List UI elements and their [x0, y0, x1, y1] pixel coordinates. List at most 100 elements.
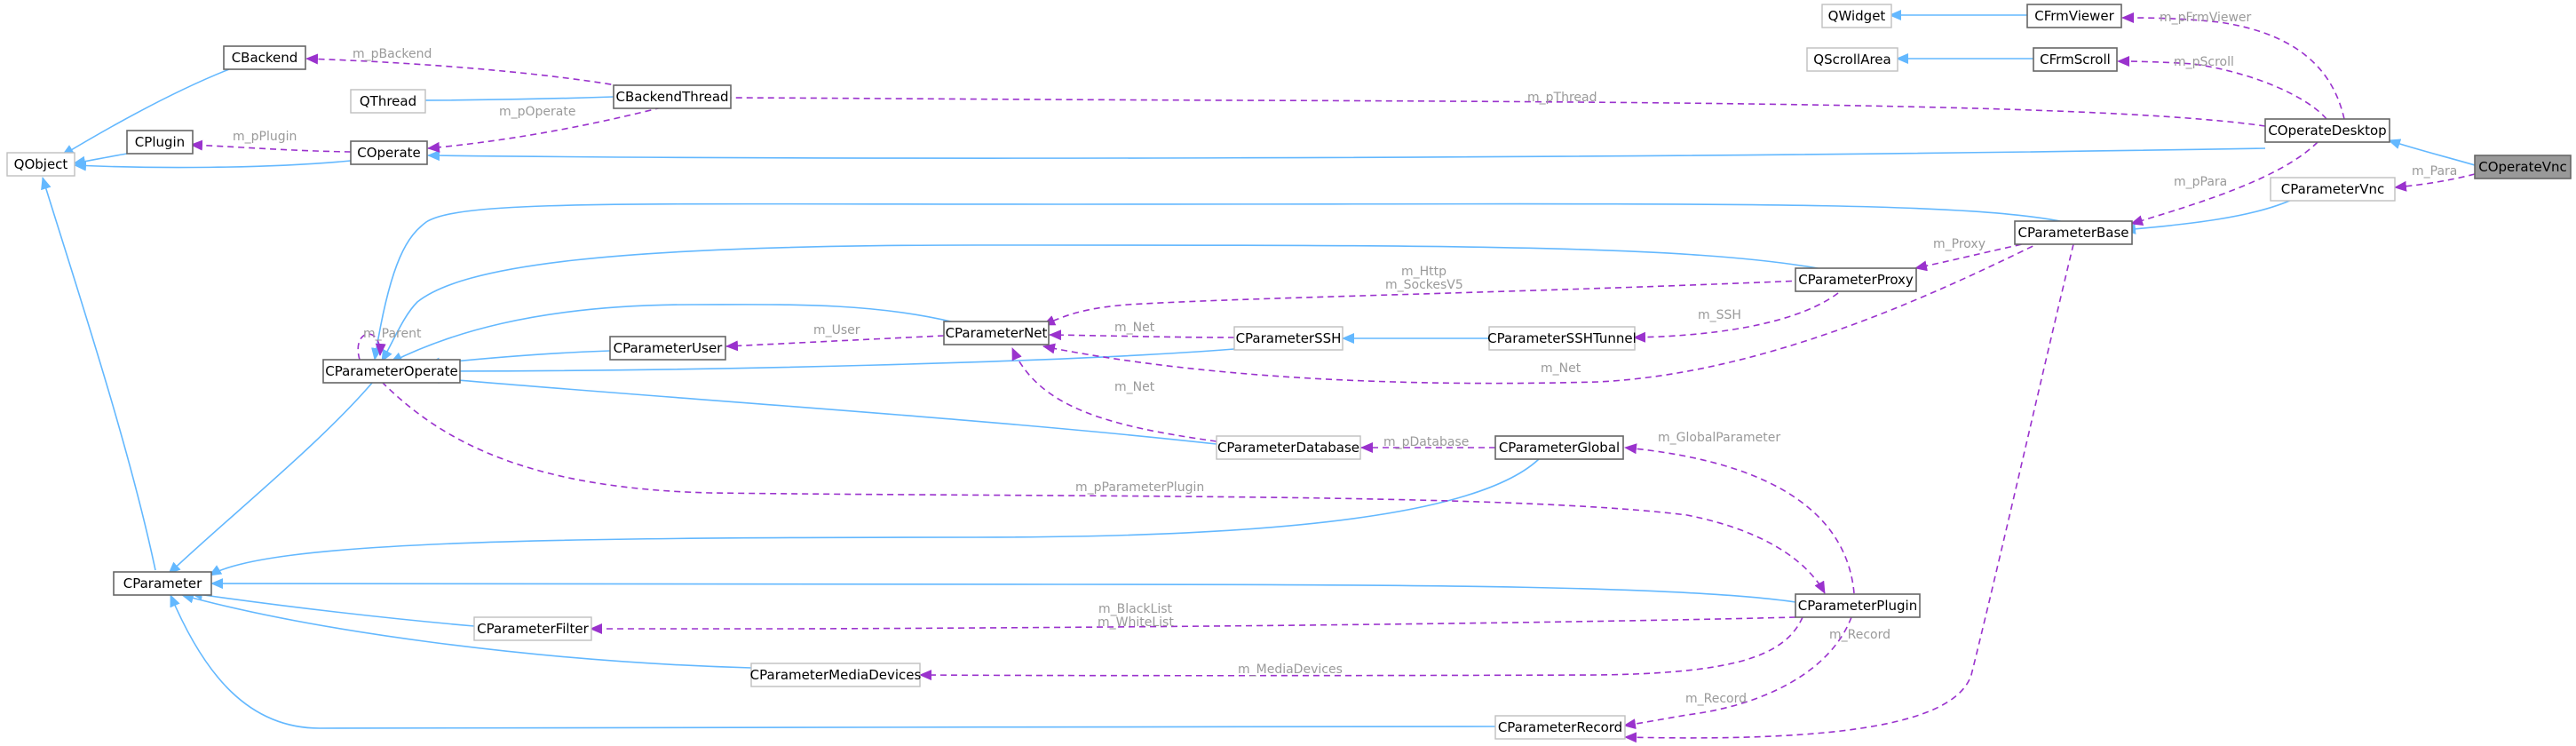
edge-cparameterproxy-cparametersshtunnel [1633, 292, 1839, 343]
edge-coperatevnc-coperatedesktop [2388, 139, 2476, 166]
cparameterssh-node[interactable]: CParameterSSH [1233, 326, 1343, 351]
edge-cbackendthread-cbackend [305, 53, 622, 87]
cfrmviewer-node[interactable]: CFrmViewer [2026, 4, 2122, 28]
qwidget-label: QWidget [1828, 8, 1886, 24]
cparametermediadevices-node[interactable]: CParameterMediaDevices [750, 663, 922, 687]
label-user: m_User [813, 323, 860, 337]
coperate-node[interactable]: COperate [350, 140, 428, 165]
label-poperate: m_pOperate [499, 105, 575, 119]
cparameterdatabase-label: CParameterDatabase [1217, 440, 1359, 456]
cfrmviewer-label: CFrmViewer [2034, 8, 2114, 24]
label-http: m_Http [1401, 265, 1447, 279]
label-proxy: m_Proxy [1933, 237, 1986, 251]
edge-cparameterrecord-cparameter [170, 594, 1496, 729]
edge-cparameteroperate-cparameter [168, 381, 374, 575]
cparameterfilter-label: CParameterFilter [477, 621, 589, 637]
edge-cparameterfilter-cparameter [190, 589, 475, 627]
cparameteroperate-node[interactable]: CParameterOperate [322, 359, 461, 384]
cparameterplugin-node[interactable]: CParameterPlugin [1795, 593, 1921, 618]
qobject-node[interactable]: QObject [6, 152, 75, 177]
cparameter-label: CParameter [123, 575, 202, 591]
cparameterbase-label: CParameterBase [2017, 225, 2128, 241]
edge-cparameterplugin-cparameter [210, 578, 1796, 603]
label-blacklist: m_BlackList [1098, 602, 1172, 616]
cparameterrecord-label: CParameterRecord [1498, 719, 1622, 735]
label-pthread: m_pThread [1527, 91, 1597, 105]
cparameterrecord-node[interactable]: CParameterRecord [1494, 715, 1626, 740]
edge-cparameterplugin-cparameterrecord [1623, 616, 1852, 730]
edge-coperatedesktop-cbackendthread [704, 92, 2266, 127]
coperatevnc-node[interactable]: COperateVnc [2474, 155, 2572, 179]
edge-cparameterplugin-cparameterglobal [1624, 443, 1855, 594]
label-net-base: m_Net [1541, 361, 1581, 376]
label-pscroll: m_pScroll [2174, 55, 2234, 69]
coperate-label: COperate [357, 145, 421, 161]
cparameternet-node[interactable]: CParameterNet [943, 321, 1050, 345]
edge-cparameterbase-cparameteroperate [371, 202, 2065, 361]
qscrollarea-node[interactable]: QScrollArea [1806, 47, 1898, 72]
cparametervnc-node[interactable]: CParameterVnc [2270, 177, 2396, 202]
edge-cparametermediadevices-cparameter [181, 592, 752, 669]
edge-cparameterplugin-cparametermediadevices [919, 616, 1803, 681]
cparameteruser-node[interactable]: CParameterUser [609, 336, 726, 361]
edge-cbackend-qobject [61, 68, 230, 156]
edge-cparameternet-cparameteruser [725, 335, 945, 352]
qthread-node[interactable]: QThread [350, 89, 426, 114]
member-edges [190, 12, 2476, 743]
qobject-label: QObject [14, 156, 68, 172]
label-net-ssh: m_Net [1114, 321, 1155, 335]
cparameteruser-label: CParameterUser [614, 340, 724, 356]
cparameterproxy-node[interactable]: CParameterProxy [1795, 267, 1917, 292]
cparametermediadevices-label: CParameterMediaDevices [750, 667, 922, 683]
coperatevnc-label: COperateVnc [2478, 159, 2567, 175]
cparameternet-label: CParameterNet [946, 325, 1048, 341]
edge-cparametervnc-cparameterbase [2123, 197, 2296, 234]
label-parent: m_Parent [363, 327, 422, 341]
qwidget-node[interactable]: QWidget [1821, 4, 1892, 28]
cparameterbase-node[interactable]: CParameterBase [2014, 220, 2133, 245]
class-nodes: QObject CBackend QThread CBackendThread … [6, 4, 2572, 740]
edge-cparameterplugin-cparameterfilter [590, 616, 1796, 634]
edge-cparameterproxy-cparameteroperate [381, 244, 1823, 362]
cparametervnc-label: CParameterVnc [2281, 181, 2385, 197]
cparameterproxy-label: CParameterProxy [1798, 272, 1914, 288]
cbackend-label: CBackend [232, 50, 298, 66]
label-pplugin: m_pPlugin [233, 130, 297, 144]
edge-labels: m_pBackend m_pThread m_pOperate m_pPlugi… [233, 11, 2457, 706]
edge-cparameterdatabase-cparameteroperate [427, 373, 1217, 445]
cbackend-node[interactable]: CBackend [223, 45, 306, 70]
cparametersshtunnel-node[interactable]: CParameterSSHTunnel [1487, 326, 1637, 351]
edge-cplugin-qobject [73, 153, 128, 167]
label-pbackend: m_pBackend [353, 47, 432, 61]
label-socksv5: m_SockesV5 [1385, 278, 1463, 292]
edge-cparameterssh-cparameternet [1049, 329, 1235, 341]
edge-coperatedesktop-coperate [427, 147, 2266, 162]
label-mediadevices: m_MediaDevices [1238, 663, 1343, 677]
cparameterfilter-node[interactable]: CParameterFilter [473, 616, 592, 641]
edge-coperatedesktop-cfrmviewer [2121, 12, 2345, 120]
cbackendthread-node[interactable]: CBackendThread [613, 84, 732, 109]
cparameterdatabase-node[interactable]: CParameterDatabase [1216, 435, 1361, 460]
edge-cparameterproxy-cparameternet [1042, 280, 1803, 326]
label-net-db: m_Net [1114, 380, 1155, 394]
label-pparameterplugin: m_pParameterPlugin [1075, 480, 1204, 495]
edge-cbackendthread-coperate [427, 107, 662, 153]
label-ppara: m_pPara [2174, 175, 2227, 189]
cfrmscroll-node[interactable]: CFrmScroll [2033, 47, 2118, 72]
edge-cparameterglobal-cparameter [209, 456, 1542, 576]
label-ssh: m_SSH [1698, 308, 1741, 322]
label-pfrmviewer: m_pFrmViewer [2160, 11, 2252, 25]
cplugin-node[interactable]: CPlugin [126, 130, 194, 155]
cparameter-node[interactable]: CParameter [113, 571, 212, 596]
edge-cparameterssh-cparameteroperate [427, 348, 1235, 377]
cparameterglobal-node[interactable]: CParameterGlobal [1494, 435, 1624, 460]
coperatedesktop-node[interactable]: COperateDesktop [2264, 118, 2390, 143]
label-whitelist: m_WhiteList [1098, 615, 1174, 630]
cparameterssh-label: CParameterSSH [1236, 330, 1342, 346]
edge-cparameter-qobject [41, 177, 156, 571]
cfrmscroll-label: CFrmScroll [2040, 52, 2111, 67]
qthread-label: QThread [360, 93, 416, 109]
edge-cbackendthread-qthread [400, 94, 614, 106]
label-record-plugin: m_Record [1685, 692, 1747, 706]
